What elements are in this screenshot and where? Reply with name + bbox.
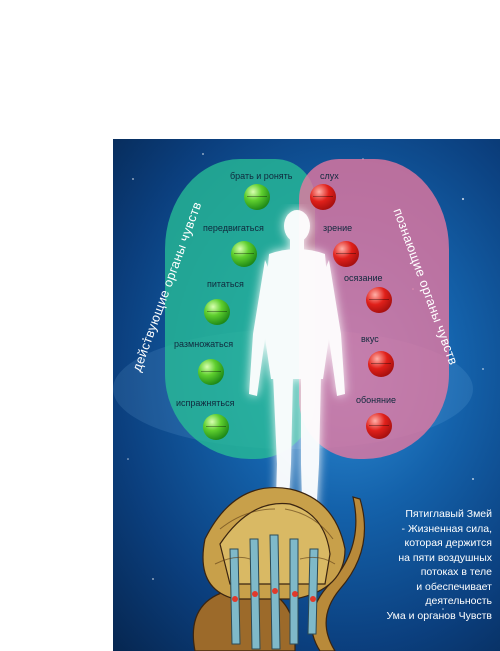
action-label-3: питаться [207,279,244,289]
caption-line: которая держится [404,537,492,549]
action-label-1: брать и ронять [230,171,293,181]
cognitive-label-2: зрение [323,223,353,233]
caption-line: и обеспечивает [416,580,492,593]
caption-line: Ума и органов Чувств [386,609,492,622]
cognitive-dot-4 [368,351,394,377]
serpent-caption: Пятиглавый Змей - Жизненная сила, котора… [386,507,492,623]
caption-line: на пяти воздушных [398,551,492,564]
cognitive-dot-1 [310,184,336,210]
action-dot-2 [231,241,257,267]
action-label-2: передвигаться [203,223,264,233]
action-dot-5 [203,414,229,440]
cognitive-label-1: слух [320,171,339,181]
caption-line: деятельность [425,595,492,607]
action-label-4: размножаться [174,339,234,349]
caption-line: Пятиглавый Змей [405,508,492,520]
caption-line: - Жизненная сила, [401,522,492,535]
caption-line: потоках в теле [420,566,492,578]
action-label-5: испражняться [176,398,235,408]
cognitive-dot-5 [366,413,392,439]
cognitive-dot-2 [333,241,359,267]
action-dot-4 [198,359,224,385]
five-headed-serpent-icon [192,487,366,651]
cognitive-label-5: обоняние [356,395,397,405]
action-dot-3 [204,299,230,325]
cognitive-label-4: вкус [361,334,379,344]
cognitive-dot-3 [366,287,392,313]
cognitive-label-3: осязание [344,273,383,283]
action-dot-1 [244,184,270,210]
illustration-panel: действующие органы чувств познающие орга… [113,139,500,651]
